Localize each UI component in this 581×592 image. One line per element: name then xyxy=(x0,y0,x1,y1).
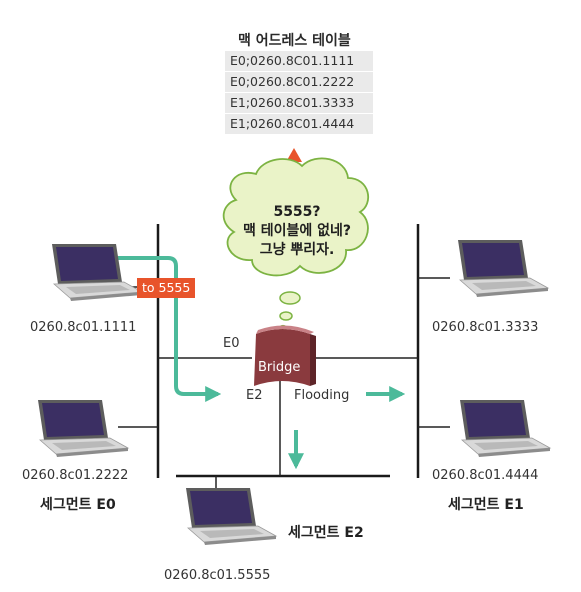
mac-table: E0;0260.8C01.1111 E0;0260.8C01.2222 E1;0… xyxy=(225,51,373,134)
mac-table-title: 맥 어드레스 테이블 xyxy=(238,33,351,49)
flooding-label: Flooding xyxy=(294,388,350,403)
mac-table-row: E0;0260.8C01.2222 xyxy=(225,71,373,92)
thought-cloud xyxy=(222,157,369,332)
port-e0-label: E0 xyxy=(223,336,240,351)
cloud-line-1: 5555? xyxy=(273,204,321,220)
segment-e1-label: 세그먼트 E1 xyxy=(448,497,524,513)
laptop-2222 xyxy=(37,399,129,458)
cloud-line-3: 그냥 뿌리자. xyxy=(259,242,335,258)
host-mac-1111: 0260.8c01.1111 xyxy=(30,320,137,335)
host-mac-2222: 0260.8c01.2222 xyxy=(22,468,129,483)
frame-tag: to 5555 xyxy=(137,278,196,298)
mac-table-row: E1;0260.8C01.4444 xyxy=(225,113,373,134)
frame-path-arrow xyxy=(118,256,222,402)
mac-table-row: E0;0260.8C01.1111 xyxy=(230,53,355,68)
laptop-5555 xyxy=(185,487,277,546)
bridge-device xyxy=(254,325,316,386)
cloud-line-2: 맥 테이블에 없네? xyxy=(242,223,352,239)
port-e2-label: E2 xyxy=(246,388,263,403)
laptop-4444 xyxy=(459,399,551,458)
segment-e0-label: 세그먼트 E0 xyxy=(40,497,116,513)
laptop-1111 xyxy=(51,243,143,302)
host-mac-5555: 0260.8c01.5555 xyxy=(164,568,271,583)
host-mac-3333: 0260.8c01.3333 xyxy=(432,320,539,335)
segment-e2-label: 세그먼트 E2 xyxy=(288,525,364,541)
laptop-3333 xyxy=(457,239,549,298)
host-mac-4444: 0260.8c01.4444 xyxy=(432,468,539,483)
mac-table-row: E1;0260.8C01.3333 xyxy=(225,92,373,113)
bridge-label: Bridge xyxy=(258,360,301,375)
